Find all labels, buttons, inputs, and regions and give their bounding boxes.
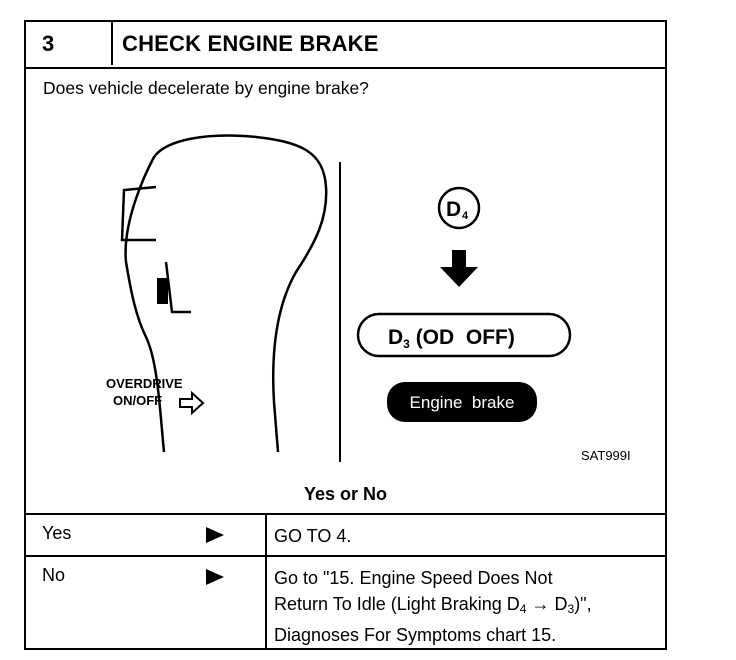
step-title: CHECK ENGINE BRAKE — [122, 31, 379, 56]
action-no-line-2: Return To Idle (Light Braking D4 → D3)", — [274, 594, 592, 616]
action-no-line-3: Diagnoses For Symptoms chart 15. — [274, 625, 557, 645]
d4-label: D — [446, 198, 461, 221]
lever-lower-notch — [164, 261, 191, 314]
action-no: Go to "15. Engine Speed Does Not Return … — [274, 565, 592, 648]
engine-brake-badge — [387, 382, 537, 422]
diagnostic-step-table: 3 CHECK ENGINE BRAKE Does vehicle decele… — [24, 20, 667, 650]
d3-od-off-pill — [356, 312, 572, 358]
illustration: OVERDRIVE ON/OFF D 4 D3 (OD OFF) Engine … — [26, 112, 665, 472]
overdrive-label-1: OVERDRIVE — [106, 376, 183, 391]
action-yes: GO TO 4. — [274, 526, 352, 546]
step-number: 3 — [26, 22, 113, 65]
arrow-right-icon — [206, 527, 224, 543]
overdrive-arrow-icon — [179, 390, 205, 416]
overdrive-label-2: ON/OFF — [113, 393, 162, 408]
down-arrow-icon — [440, 250, 478, 287]
overdrive-switch-icon — [157, 278, 168, 304]
answer-no: No — [42, 565, 66, 585]
lever-side-panel — [120, 185, 157, 242]
row-divider — [265, 515, 267, 555]
row-divider — [265, 557, 267, 650]
step-header: 3 CHECK ENGINE BRAKE — [26, 22, 665, 69]
arrow-right-icon — [206, 569, 224, 585]
d4-subscript: 4 — [462, 210, 469, 222]
engine-brake-label: Engine brake — [410, 393, 515, 412]
answer-yes: Yes — [42, 523, 72, 543]
d4-circle — [437, 186, 481, 230]
table-row: No Go to "15. Engine Speed Does Not Retu… — [26, 555, 665, 650]
figure-code: SAT999I — [581, 448, 631, 463]
table-row: Yes GO TO 4. — [26, 513, 665, 555]
d3-label: D3 (OD OFF) — [388, 326, 515, 351]
step-question: Does vehicle decelerate by engine brake? — [43, 78, 369, 98]
shift-lever-knob — [124, 134, 328, 453]
action-no-line-1: Go to "15. Engine Speed Does Not — [274, 568, 553, 588]
yes-or-no-heading: Yes or No — [303, 484, 388, 504]
shift-lever-diagram: OVERDRIVE ON/OFF D 4 D3 (OD OFF) Engine … — [106, 134, 631, 463]
